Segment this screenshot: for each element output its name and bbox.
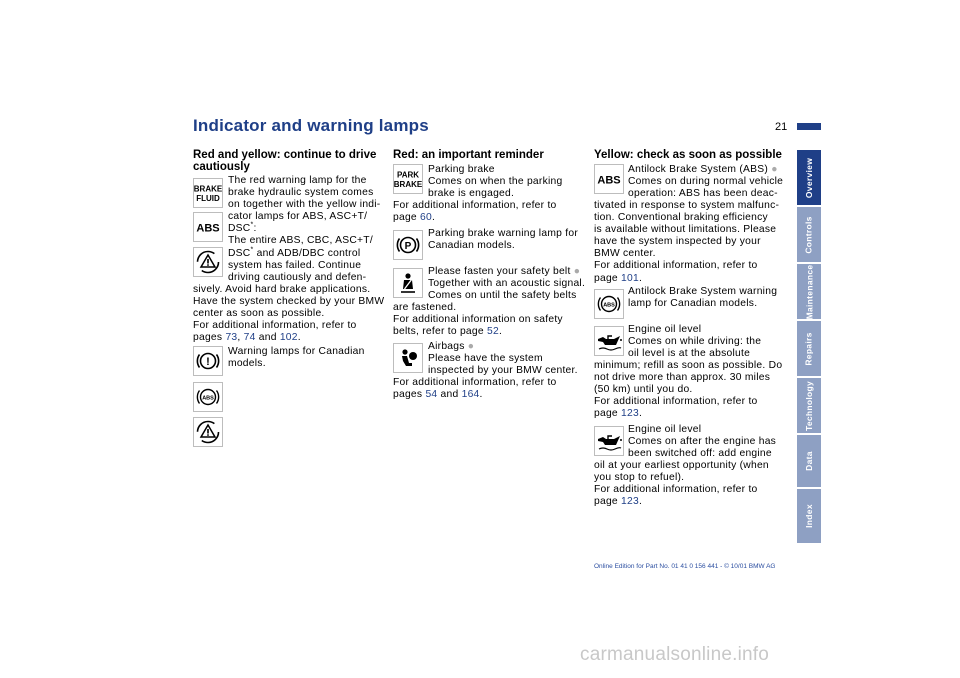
page-link-74[interactable]: 74 [243, 332, 256, 344]
parking-brake-canada-text: Parking brake warning lamp for Canadian … [428, 228, 579, 252]
airbag-ref: For additional information, refer to pag… [393, 377, 557, 401]
tab-maintenance[interactable]: Maintenance [797, 264, 821, 319]
park-brake-icon: PARK BRAKE [393, 164, 423, 194]
oil-can-icon [594, 326, 624, 356]
tab-index[interactable]: Index [797, 489, 821, 543]
seatbelt-icon [393, 268, 423, 298]
svg-text:ABS: ABS [202, 396, 214, 402]
page-link-54[interactable]: 54 [425, 389, 438, 401]
page-number-bar [797, 123, 821, 130]
page-link-123-b[interactable]: 123 [621, 496, 639, 508]
parking-brake-text: Parking brake Comes on when the parking … [428, 164, 563, 200]
oil-level-2-text-full: oil at your earliest opportunity (when y… [594, 460, 769, 508]
page-link-101[interactable]: 101 [621, 272, 639, 284]
airbag-icon [393, 343, 423, 373]
yellow-dot-icon: ● [771, 164, 778, 175]
parking-brake-ref: For additional information, refer to pag… [393, 200, 557, 224]
abs-text-full: tivated in response to system malfunc- t… [594, 200, 780, 284]
svg-text:P: P [405, 241, 412, 252]
yellow-dot-icon: ● [467, 341, 475, 352]
page-link-102[interactable]: 102 [279, 332, 298, 344]
page-link-60[interactable]: 60 [420, 212, 433, 224]
abs-canada-yellow-icon: ABS [594, 289, 624, 319]
svg-text:ABS: ABS [603, 303, 615, 309]
col2-heading: Red: an important reminder [393, 149, 544, 161]
col1-text-indented: The red warning lamp for the brake hydra… [228, 175, 381, 283]
abs-yellow-icon: ABS [594, 164, 624, 194]
svg-text:BRAKE: BRAKE [194, 185, 222, 194]
oil-level-1-text-full: minimum; refill as soon as possible. Do … [594, 360, 783, 420]
seatbelt-text: Please fasten your safety belt ● Togethe… [428, 266, 586, 302]
svg-text:ABS: ABS [597, 175, 620, 187]
page-link-123[interactable]: 123 [621, 408, 639, 420]
page-link-73[interactable]: 73 [225, 332, 238, 344]
tab-technology[interactable]: Technology [797, 378, 821, 433]
dsc-triangle-canada-icon [193, 417, 223, 447]
col1-heading: Red and yellow: continue to drive cautio… [193, 149, 377, 173]
page-link-164[interactable]: 164 [461, 389, 480, 401]
yellow-dot-icon: ● [573, 266, 581, 277]
tab-overview[interactable]: Overview [797, 150, 821, 205]
seatbelt-ref: are fastened. For additional information… [393, 302, 563, 338]
airbag-text: Airbags ● Please have the system inspect… [428, 341, 578, 377]
brake-warning-canada-icon: ! [193, 346, 223, 376]
svg-text:PARK: PARK [397, 171, 419, 180]
tab-controls[interactable]: Controls [797, 207, 821, 262]
abs-canada-text: Antilock Brake System warning lamp for C… [628, 286, 778, 310]
footer-edition: Online Edition for Part No. 01 41 0 156 … [594, 563, 776, 570]
col1-canada-text: Warning lamps for Canadian models. [228, 346, 365, 370]
svg-text:BRAKE: BRAKE [394, 180, 422, 189]
oil-level-1-text: Engine oil level Comes on while driving:… [628, 324, 762, 360]
svg-text:ABS: ABS [196, 223, 219, 235]
tab-repairs[interactable]: Repairs [797, 321, 821, 376]
oil-level-2-text: Engine oil level Comes on after the engi… [628, 424, 777, 460]
watermark: carmanualsonline.info [580, 644, 770, 665]
page-link-52[interactable]: 52 [486, 326, 499, 338]
svg-text:FLUID: FLUID [196, 194, 220, 203]
col1-text-full: sively. Avoid hard brake applications. H… [193, 284, 385, 344]
page-number: 21 [775, 121, 788, 133]
dsc-triangle-icon [193, 247, 223, 277]
brake-fluid-warning-icon: BRAKE FLUID [193, 178, 223, 208]
abs-text: Antilock Brake System (ABS) ● Comes on d… [628, 164, 784, 200]
tab-data[interactable]: Data [797, 435, 821, 487]
col3-heading: Yellow: check as soon as possible [594, 149, 782, 161]
page-title: Indicator and warning lamps [193, 116, 429, 135]
parking-brake-canada-icon: P [393, 230, 423, 260]
abs-canada-icon: ABS [193, 382, 223, 412]
abs-warning-icon: ABS [193, 212, 223, 242]
oil-can-icon-2 [594, 426, 624, 456]
svg-text:!: ! [206, 356, 210, 368]
